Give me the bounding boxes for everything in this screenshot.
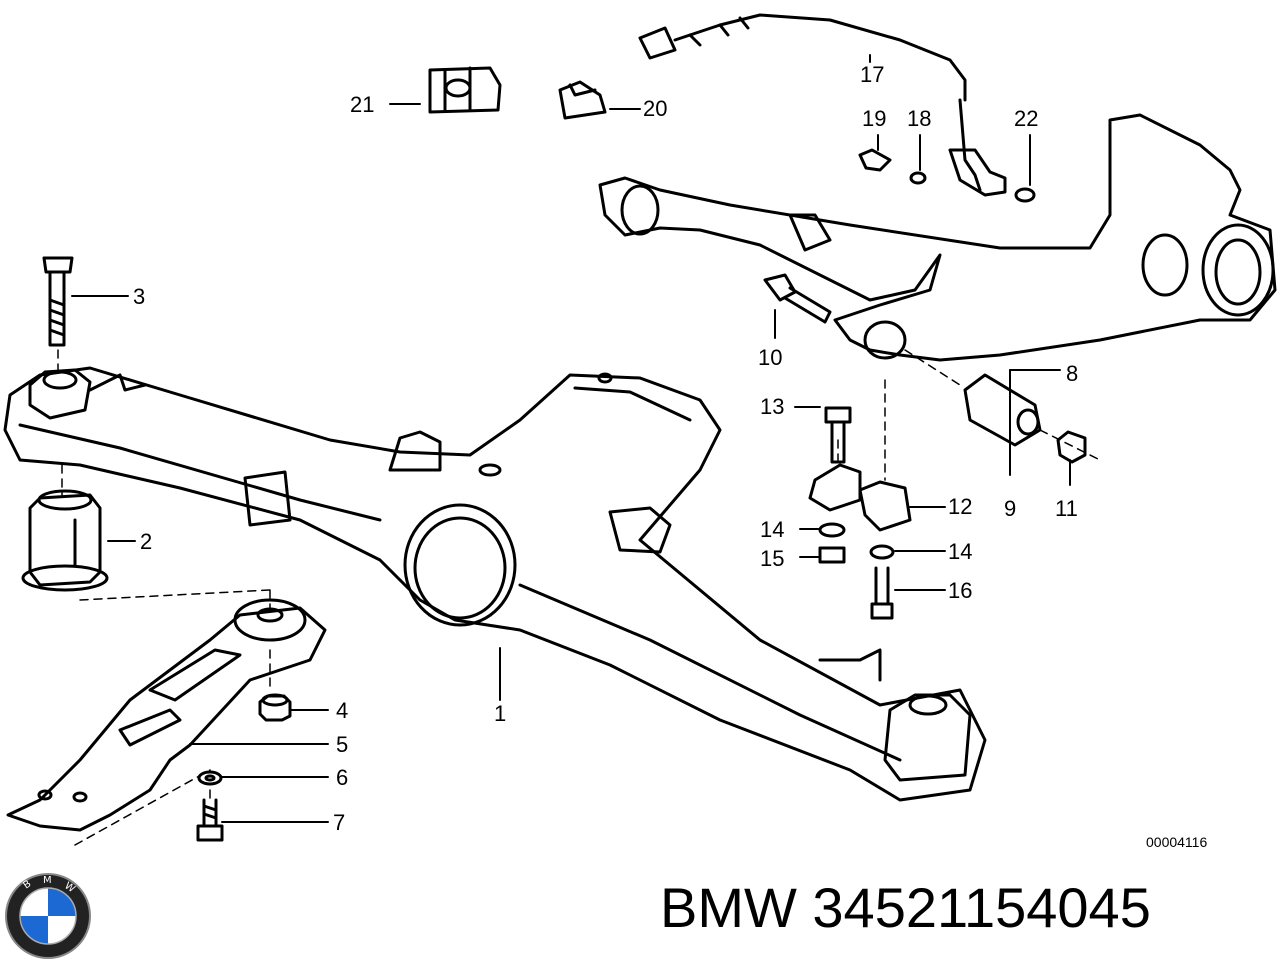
sensor-cable [638,13,982,192]
callout-label: 14 [948,539,973,564]
support-bracket [6,598,327,832]
washer [197,770,223,786]
trailing-arm [598,113,1277,362]
callout-label: 9 [1004,496,1017,521]
speed-sensor [858,148,1036,203]
callout-label: 7 [333,810,346,835]
callout-label: 11 [1055,496,1078,521]
diagram-id: 00004116 [1146,834,1208,850]
callout-label: 13 [760,394,785,419]
bmw-logo-icon: B M W [5,873,91,959]
callout-label: 8 [1066,361,1079,386]
leader-lines [71,54,1071,823]
clip [558,80,607,120]
callout-label: 18 [907,106,932,131]
svg-text:M: M [43,875,52,886]
lock-nut [1056,430,1087,464]
callout-label: 6 [336,765,349,790]
mount-hardware [818,522,895,620]
callout-label: 4 [336,698,349,723]
bolt [42,256,74,347]
arm-bushing [963,373,1042,447]
part-number-title: BMW 34521154045 [660,876,1151,939]
bushing [21,489,109,592]
callout-label: 17 [860,62,885,87]
rubber-mount [808,463,912,532]
callout-label: 3 [133,284,146,309]
callout-label: 12 [948,494,973,519]
callout-label: 5 [336,732,349,757]
callout-label: 20 [643,96,668,121]
callout-label: 15 [760,546,785,571]
callout-label: 14 [760,517,785,542]
arm-bolt [763,273,832,324]
callout-label: 2 [140,529,153,554]
hex-bolt [196,798,224,842]
callout-label: 19 [862,106,887,131]
callout-label: 21 [350,92,375,117]
holder [428,66,502,114]
axle-carrier [3,366,987,802]
assembly-lines [57,349,1101,846]
bmw-logo: B M W [4,872,92,960]
callout-label: 10 [758,345,783,370]
nut [258,693,292,722]
callout-label: 1 [494,701,507,726]
callout-label: 22 [1014,106,1039,131]
callout-label: 16 [948,578,973,603]
